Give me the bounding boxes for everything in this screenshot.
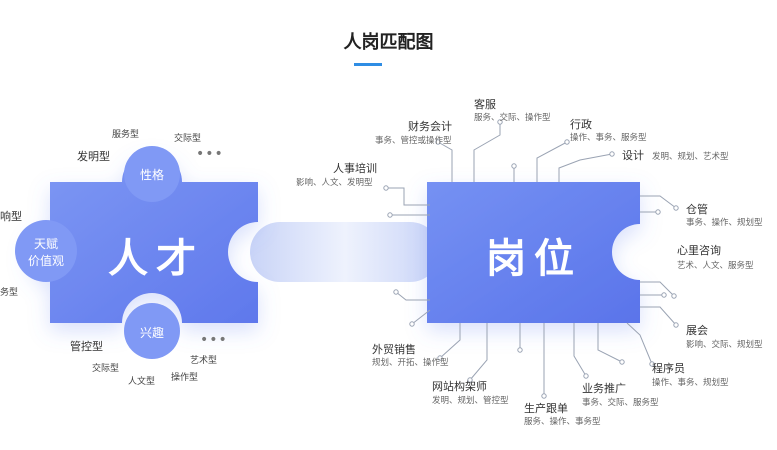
job-expo-desc: 影响、交际、规划型 <box>686 340 763 350</box>
talent-type-invent: 发明型 <box>77 150 110 163</box>
talent-type-service: 服务型 <box>112 130 140 140</box>
talent-type-control: 管控型 <box>70 340 103 353</box>
job-warehouse-title: 仓管 <box>686 203 708 216</box>
bubble-interest <box>124 303 180 359</box>
job-connectors <box>386 122 677 396</box>
job-cs-title: 客服 <box>474 98 496 111</box>
talent-type-humanities: 人文型 <box>128 377 156 387</box>
job-main-label: 岗位 <box>486 236 582 282</box>
more-top-icon: ••• <box>196 146 224 162</box>
job-production-desc: 服务、操作、事务型 <box>524 417 601 427</box>
job-counsel-title: 心里咨询 <box>677 244 721 257</box>
talent-type-business: 务型 <box>0 288 19 298</box>
bubble-personality <box>124 146 180 202</box>
talent-type-operation: 操作型 <box>171 373 199 383</box>
talent-main-label: 人才 <box>108 236 204 282</box>
connection-bridge <box>250 222 440 282</box>
job-warehouse-desc: 事务、操作、规划型 <box>686 218 763 228</box>
title-underline <box>354 63 382 66</box>
talent-type-social: 交际型 <box>174 134 202 144</box>
talent-type-influence: 响型 <box>0 210 22 223</box>
job-trade-desc: 规划、开拓、操作型 <box>372 358 449 368</box>
job-biz-desc: 事务、交际、服务型 <box>582 398 659 408</box>
talent-type-art: 艺术型 <box>190 356 218 366</box>
page-title: 人岗匹配图 <box>343 32 434 53</box>
bubble-personality-label: 性格 <box>139 168 164 182</box>
job-webarch-title: 网站构架师 <box>432 380 487 393</box>
job-cs-desc: 服务、交际、操作型 <box>474 113 551 123</box>
job-expo-title: 展会 <box>686 324 708 337</box>
bubble-values-label: 价值观 <box>27 254 64 268</box>
job-admin-title: 行政 <box>570 118 592 131</box>
job-programmer-title: 程序员 <box>652 362 685 375</box>
job-biz-title: 业务推广 <box>582 382 626 395</box>
job-finance-desc: 事务、管控或操作型 <box>375 136 452 146</box>
talent-puzzle <box>27 152 258 323</box>
job-hr-title: 人事培训 <box>333 162 377 175</box>
talent-type-social2: 交际型 <box>92 364 120 374</box>
job-puzzle <box>427 182 640 323</box>
job-hr-desc: 影响、人文、发明型 <box>296 178 373 188</box>
job-finance-title: 财务会计 <box>408 120 452 133</box>
bubble-talent-values <box>15 220 77 282</box>
bubble-interest-label: 兴趣 <box>139 326 164 340</box>
job-admin-desc: 操作、事务、服务型 <box>570 133 647 143</box>
job-production-title: 生产跟单 <box>524 402 568 415</box>
job-programmer-desc: 操作、事务、规划型 <box>652 378 729 388</box>
job-connector-dots <box>383 119 679 399</box>
job-design-desc: 发明、规划、艺术型 <box>652 152 729 162</box>
bubble-talent-label: 天赋 <box>33 237 58 251</box>
job-counsel-desc: 艺术、人文、服务型 <box>677 261 754 271</box>
job-design-title: 设计 <box>622 149 644 162</box>
job-trade-title: 外贸销售 <box>372 343 416 356</box>
job-webarch-desc: 发明、规划、管控型 <box>432 396 509 406</box>
more-bottom-icon: ••• <box>200 332 228 348</box>
